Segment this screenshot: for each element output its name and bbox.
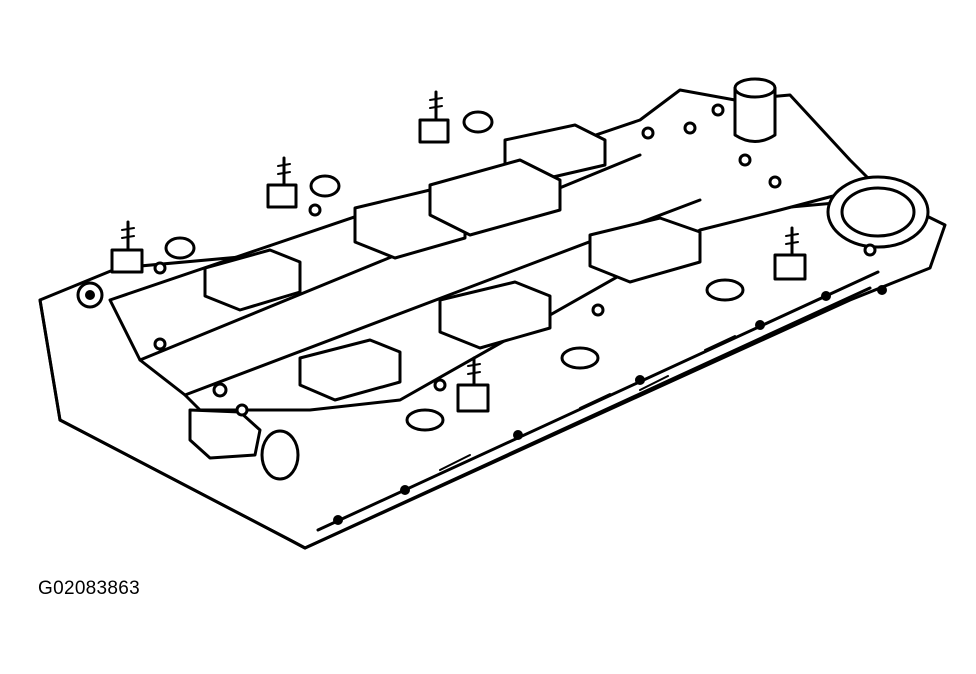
stud (773, 226, 807, 281)
sensor-boss (733, 77, 777, 143)
stud (266, 156, 298, 209)
flange-slots (439, 335, 736, 471)
injector-ports (164, 110, 745, 432)
runner-ports-upper (203, 123, 607, 312)
figure-id-label: G02083863 (38, 578, 141, 599)
flange-bolt-holes (153, 103, 887, 525)
throttle-bore (826, 175, 930, 249)
stud (110, 220, 144, 274)
stud (456, 356, 490, 413)
mounting-studs (110, 90, 807, 413)
runner-ports-lower (298, 216, 702, 402)
left-end-block (76, 281, 300, 481)
stud (418, 90, 450, 144)
